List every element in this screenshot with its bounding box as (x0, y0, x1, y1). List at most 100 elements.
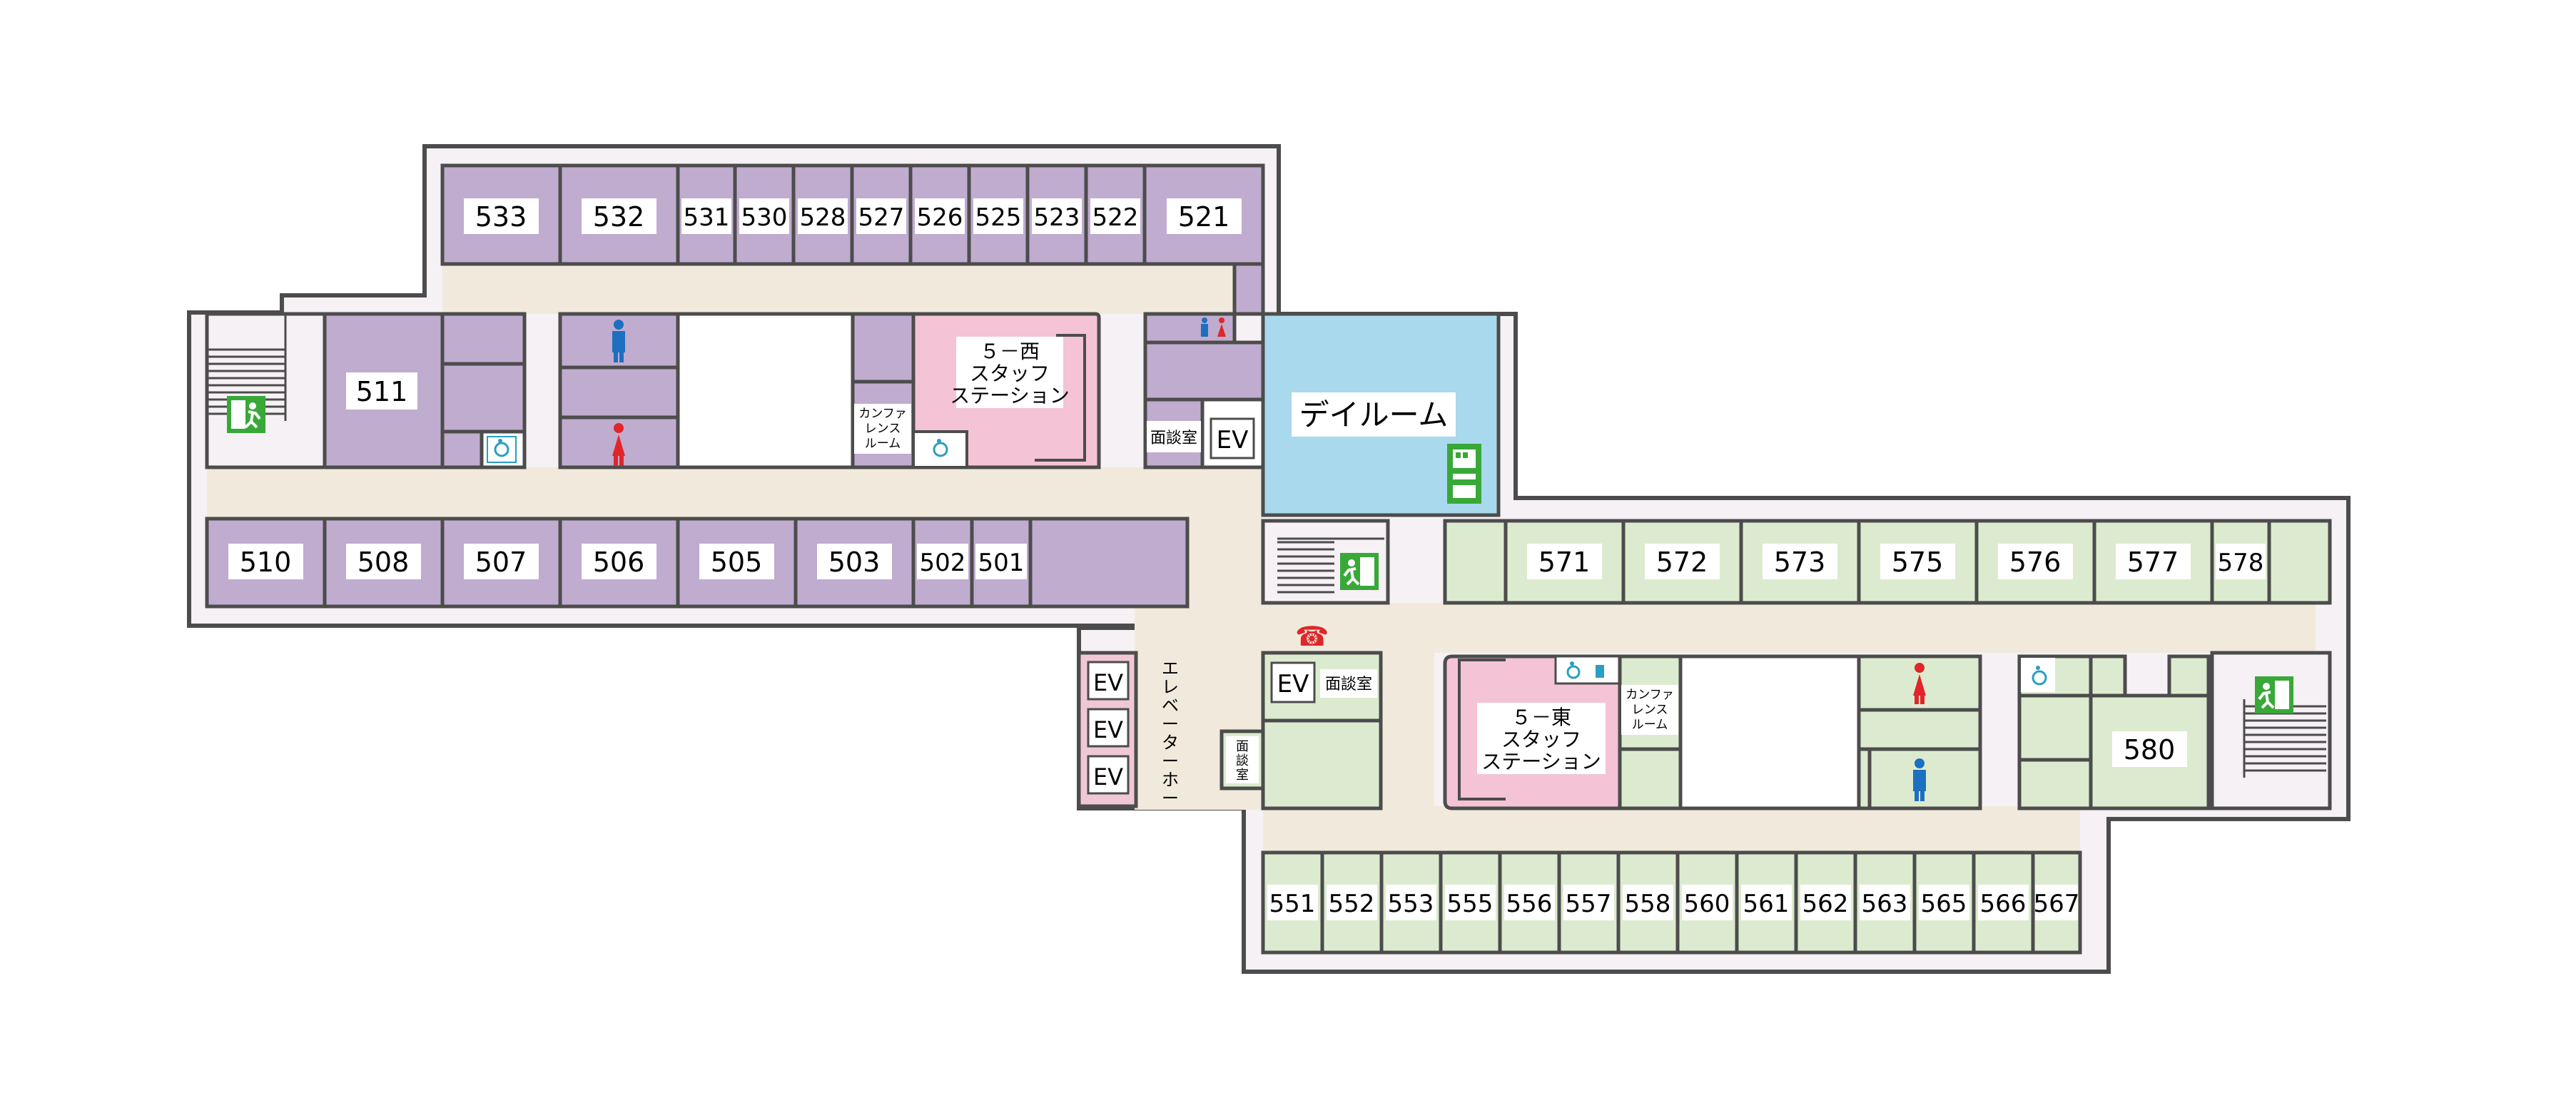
room-526[interactable]: 526 (917, 203, 963, 232)
ev-2: EV (1093, 716, 1123, 743)
central-exit-icon (1340, 553, 1379, 590)
svg-text:ー: ー (1162, 714, 1179, 734)
svg-text:カンファ: カンファ (1626, 688, 1674, 702)
west-bottom-room-labels: 510 508 507 506 505 503 502 501 (228, 544, 1027, 579)
svg-text:スタッフ: スタッフ (1501, 728, 1581, 751)
room-573[interactable]: 573 (1774, 547, 1826, 578)
corridor-east-lower (1263, 806, 2080, 853)
central-staircase (1277, 537, 1384, 594)
svg-text:スタッフ: スタッフ (970, 362, 1050, 385)
room-572[interactable]: 572 (1656, 547, 1708, 578)
room-522[interactable]: 522 (1092, 203, 1139, 232)
small-restroom-icons (1201, 317, 1226, 337)
emergency-exit-icon (227, 396, 265, 433)
svg-text:ルーム: ルーム (865, 437, 901, 451)
phone-icon: ☎ (1295, 621, 1329, 652)
west-stair-area (205, 312, 327, 469)
svg-text:ステーション: ステーション (1481, 750, 1601, 773)
east-stair-area (2210, 651, 2332, 810)
vending-machine-icon (1447, 444, 1481, 504)
room-507[interactable]: 507 (475, 547, 527, 578)
room-553[interactable]: 553 (1388, 890, 1434, 918)
room-578[interactable]: 578 (2218, 549, 2264, 577)
svg-text:５－西: ５－西 (980, 340, 1040, 363)
room-567[interactable]: 567 (2034, 890, 2080, 918)
accessible-toilet-icon (487, 436, 517, 463)
room-576[interactable]: 576 (2009, 547, 2062, 578)
svg-text:カンファ: カンファ (858, 407, 907, 421)
corridor-west-main (207, 467, 1263, 519)
interview-room-west: 面談室 (1150, 429, 1197, 447)
svg-text:ステーション: ステーション (950, 384, 1069, 407)
ev-3: EV (1093, 763, 1123, 791)
svg-text:ー: ー (1162, 751, 1179, 771)
room-530[interactable]: 530 (741, 203, 788, 232)
conference-room-east-label: カンファ レンス ルーム (1626, 688, 1674, 732)
room-575[interactable]: 575 (1892, 547, 1944, 578)
interview-room-vertical: 面 談 室 (1236, 739, 1249, 783)
east-female-toilet-icon (1913, 663, 1926, 704)
svg-text:ルーム: ルーム (1632, 718, 1668, 732)
room-521[interactable]: 521 (1178, 201, 1230, 233)
conference-room-west-label: カンファ レンス ルーム (858, 407, 907, 451)
svg-text:室: 室 (1236, 768, 1249, 783)
male-toilet-icon (612, 320, 625, 362)
room-532[interactable]: 532 (593, 201, 645, 233)
room-506[interactable]: 506 (593, 547, 645, 578)
svg-text:EV: EV (1217, 426, 1249, 454)
station-accessible-icon (933, 439, 948, 457)
east-accessible-toilet-icon (2032, 666, 2047, 686)
east-top-room-labels: 571 572 573 575 576 577 578 (1527, 544, 2266, 579)
interview-room-central: 面談室 (1325, 676, 1372, 693)
room-571[interactable]: 571 (1538, 547, 1591, 578)
room-552[interactable]: 552 (1329, 890, 1375, 918)
ev-1: EV (1093, 669, 1123, 696)
svg-text:タ: タ (1162, 733, 1179, 753)
room-528[interactable]: 528 (800, 203, 846, 232)
west-top-room-labels: 533 532 531 530 528 527 526 525 523 522 … (464, 198, 1242, 234)
svg-text:談: 談 (1236, 753, 1249, 768)
svg-text:ー: ー (1162, 788, 1179, 808)
svg-text:５－東: ５－東 (1511, 706, 1571, 729)
room-502[interactable]: 502 (920, 549, 966, 577)
room-511[interactable]: 511 (356, 376, 408, 407)
room-566[interactable]: 566 (1980, 890, 2027, 918)
room-527[interactable]: 527 (858, 203, 905, 232)
room-561[interactable]: 561 (1743, 890, 1790, 918)
svg-text:エ: エ (1162, 659, 1179, 678)
room-508[interactable]: 508 (358, 547, 410, 578)
room-565[interactable]: 565 (1921, 890, 1967, 918)
room-562[interactable]: 562 (1802, 890, 1849, 918)
corridor-east-main (1263, 603, 2316, 653)
room-577[interactable]: 577 (2127, 547, 2179, 578)
room-580[interactable]: 580 (2124, 734, 2176, 766)
ev-west-upper: EV (1210, 417, 1255, 459)
west-middle-rooms (323, 312, 969, 469)
west-room-511-label: 511 (346, 372, 417, 410)
svg-text:面: 面 (1236, 739, 1249, 754)
room-503[interactable]: 503 (828, 547, 881, 578)
svg-text:レ: レ (1162, 677, 1179, 697)
room-525[interactable]: 525 (975, 203, 1022, 232)
corridor-west-upper (442, 264, 1263, 314)
room-556[interactable]: 556 (1506, 890, 1553, 918)
elevator-bank: EV EV EV (1077, 651, 1138, 808)
room-505[interactable]: 505 (711, 547, 763, 578)
station-west-label: ５－西 スタッフ ステーション (950, 340, 1069, 407)
room-557[interactable]: 557 (1566, 890, 1612, 918)
room-551[interactable]: 551 (1269, 890, 1316, 918)
room-563[interactable]: 563 (1862, 890, 1908, 918)
room-560[interactable]: 560 (1684, 890, 1730, 918)
svg-text:ホ: ホ (1162, 770, 1179, 790)
room-558[interactable]: 558 (1625, 890, 1671, 918)
east-exit-icon (2255, 676, 2293, 713)
svg-text:ベ: ベ (1162, 696, 1179, 716)
room-510[interactable]: 510 (240, 547, 292, 578)
room-555[interactable]: 555 (1447, 890, 1494, 918)
room-523[interactable]: 523 (1034, 203, 1080, 232)
east-male-toilet-icon (1913, 758, 1926, 801)
room-533[interactable]: 533 (475, 201, 527, 233)
room-531[interactable]: 531 (684, 203, 730, 232)
room-501[interactable]: 501 (978, 549, 1025, 577)
